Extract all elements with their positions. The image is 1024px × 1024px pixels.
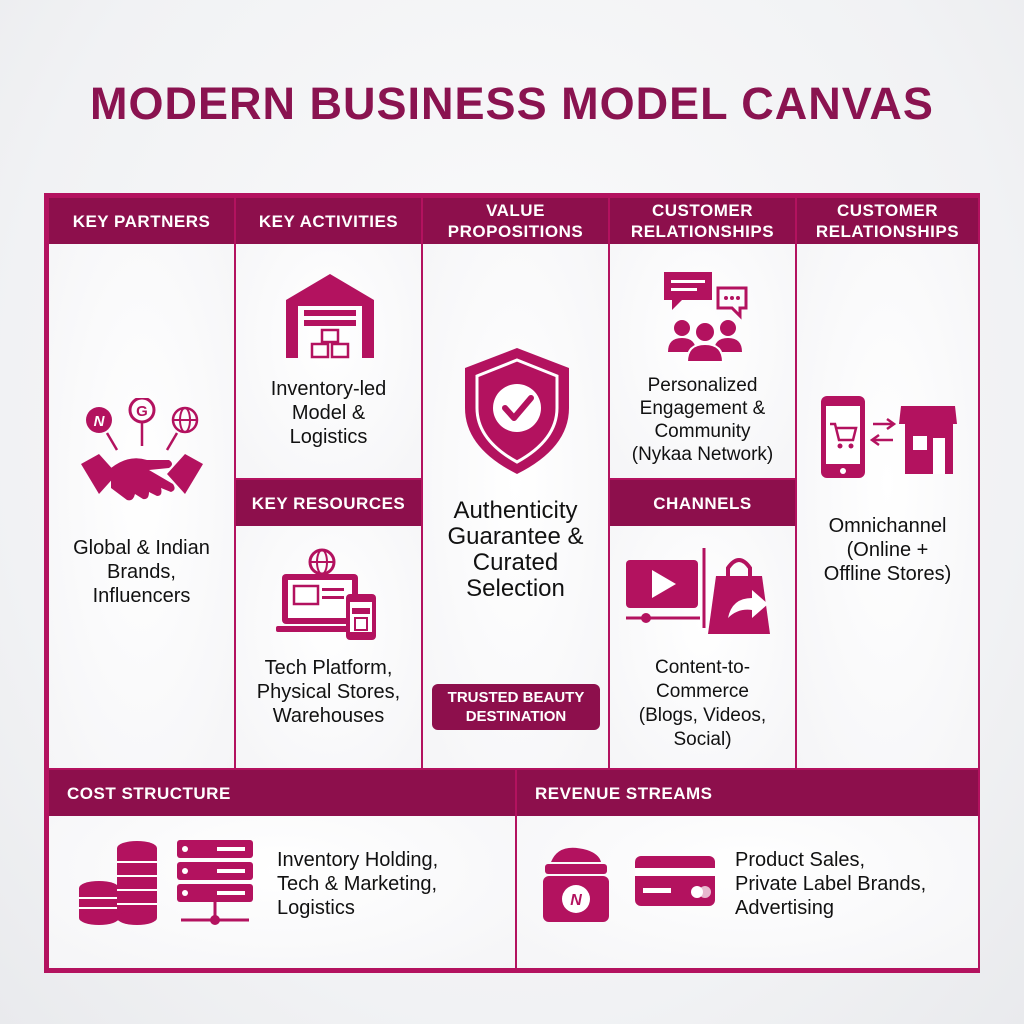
key-partners-header: KEY PARTNERS: [49, 198, 234, 244]
svg-text:G: G: [136, 403, 148, 420]
page-title: MODERN BUSINESS MODEL CANVAS: [90, 78, 934, 129]
svg-text:N: N: [570, 892, 582, 909]
channels-header: CHANNELS: [610, 480, 795, 526]
business-model-canvas: KEY PARTNERS N G Global & Indian Brands,…: [44, 193, 980, 973]
key-resources-header: KEY RESOURCES: [236, 480, 421, 526]
trusted-beauty-badge: TRUSTED BEAUTY DESTINATION: [432, 684, 600, 730]
customer-relationships-header: CUSTOMER RELATIONSHIPS: [610, 198, 795, 244]
handshake-icon: N G: [81, 398, 203, 501]
key-activities-block: KEY ACTIVITIES Inventory-led Model & Log…: [234, 196, 423, 480]
revenue-streams-block: REVENUE STREAMS N Product Sales, Private…: [515, 768, 980, 970]
key-activities-text: Inventory-led Model & Logistics: [270, 378, 387, 448]
key-partners-block: KEY PARTNERS N G Global & Indian Brands,…: [47, 196, 236, 770]
warehouse-icon: [286, 274, 374, 359]
shield-check-icon: [465, 348, 569, 474]
cost-structure-block: COST STRUCTURE Inv: [47, 768, 517, 970]
video-shopping-icon: [626, 548, 770, 634]
key-resources-block: KEY RESOURCES Tech Platform, Physical St…: [234, 478, 423, 770]
key-resources-text: Tech Platform, Physical Stores, Warehous…: [256, 657, 401, 727]
customer-relationships-text: Personalized Engagement & Community (Nyk…: [631, 375, 774, 465]
channels-text: Content-to- Commerce (Blogs, Videos, Soc…: [638, 657, 767, 750]
customer-segments-block: CUSTOMER RELATIONSHIPS Omnichannel (Onli…: [795, 196, 980, 770]
revenue-streams-header: REVENUE STREAMS: [517, 770, 978, 816]
customer-segments-text: Omnichannel (Online + Offline Stores): [823, 515, 952, 585]
key-partners-text: Global & Indian Brands, Influencers: [73, 537, 210, 607]
value-propositions-text: Authenticity Guarantee & Curated Selecti…: [447, 497, 584, 602]
community-chat-icon: [664, 272, 748, 363]
phone-store-icon: [821, 396, 957, 478]
value-propositions-header: VALUE PROPOSITIONS: [423, 198, 608, 244]
cost-structure-header: COST STRUCTURE: [49, 770, 515, 816]
revenue-streams-text: Product Sales, Private Label Brands, Adv…: [735, 849, 927, 919]
svg-text:N: N: [94, 413, 106, 430]
laptop-store-icon: [276, 548, 376, 640]
value-propositions-block: VALUE PROPOSITIONS Authenticity Guarante…: [421, 196, 610, 770]
coins-server-icon: [79, 840, 253, 925]
key-activities-header: KEY ACTIVITIES: [236, 198, 421, 244]
cost-structure-text: Inventory Holding, Tech & Marketing, Log…: [277, 849, 439, 919]
customer-segments-header: CUSTOMER RELATIONSHIPS: [797, 198, 978, 244]
cream-card-icon: N: [543, 847, 715, 922]
channels-block: CHANNELS Content-to- Commerce (Blogs, Vi…: [608, 478, 797, 770]
customer-relationships-block: CUSTOMER RELATIONSHIPS Personalized Enga…: [608, 196, 797, 480]
